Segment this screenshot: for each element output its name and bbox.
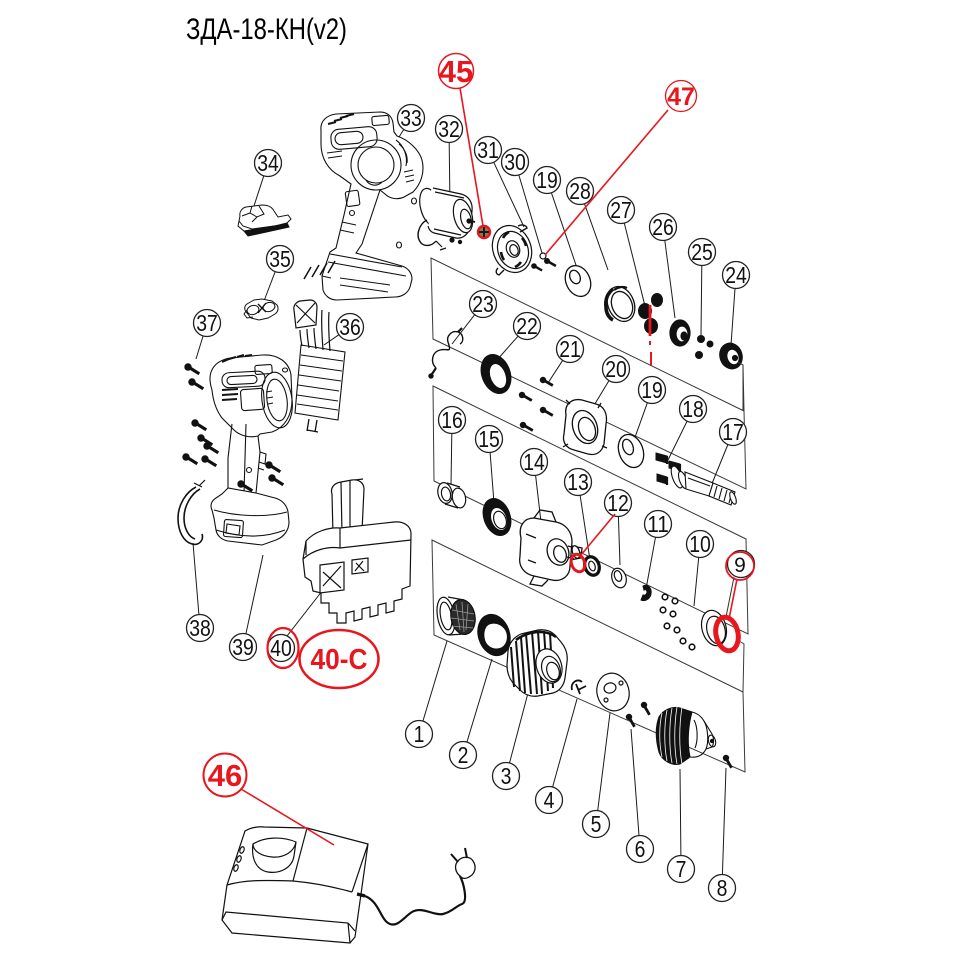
svg-text:21: 21 xyxy=(559,336,581,362)
svg-text:23: 23 xyxy=(472,291,494,317)
svg-text:35: 35 xyxy=(269,246,291,272)
svg-text:36: 36 xyxy=(339,314,361,340)
svg-text:ЗДА-18-КН(v2): ЗДА-18-КН(v2) xyxy=(186,13,347,46)
svg-text:17: 17 xyxy=(722,419,744,445)
svg-text:2: 2 xyxy=(458,742,469,768)
svg-text:24: 24 xyxy=(725,262,747,288)
svg-text:7: 7 xyxy=(676,856,687,882)
svg-text:37: 37 xyxy=(196,310,218,336)
svg-text:9: 9 xyxy=(734,554,746,577)
svg-text:32: 32 xyxy=(438,116,460,142)
svg-text:8: 8 xyxy=(717,875,728,901)
svg-text:34: 34 xyxy=(257,150,279,176)
svg-text:40: 40 xyxy=(270,635,292,661)
svg-text:22: 22 xyxy=(516,313,538,339)
svg-text:4: 4 xyxy=(544,787,555,813)
svg-text:1: 1 xyxy=(414,721,425,747)
svg-text:11: 11 xyxy=(647,511,669,537)
svg-text:31: 31 xyxy=(477,137,499,163)
svg-text:19: 19 xyxy=(536,167,558,193)
svg-text:12: 12 xyxy=(607,490,629,516)
svg-text:46: 46 xyxy=(208,758,242,793)
svg-text:19: 19 xyxy=(641,377,663,403)
svg-text:16: 16 xyxy=(441,407,463,433)
svg-text:10: 10 xyxy=(689,531,711,557)
svg-text:5: 5 xyxy=(591,811,602,837)
svg-text:15: 15 xyxy=(478,426,500,452)
svg-text:27: 27 xyxy=(610,197,632,223)
svg-text:3: 3 xyxy=(501,763,512,789)
svg-text:20: 20 xyxy=(605,356,627,382)
svg-text:6: 6 xyxy=(635,836,646,862)
svg-text:33: 33 xyxy=(400,105,422,131)
svg-text:40-C: 40-C xyxy=(311,644,368,676)
svg-text:30: 30 xyxy=(504,149,526,175)
svg-text:45: 45 xyxy=(439,54,473,89)
svg-text:39: 39 xyxy=(232,634,254,660)
svg-text:25: 25 xyxy=(691,239,713,265)
svg-text:18: 18 xyxy=(682,396,704,422)
svg-text:26: 26 xyxy=(652,214,674,240)
svg-text:38: 38 xyxy=(189,615,211,641)
svg-text:14: 14 xyxy=(523,449,545,475)
svg-text:13: 13 xyxy=(567,469,589,495)
svg-text:28: 28 xyxy=(569,178,591,204)
svg-text:47: 47 xyxy=(667,83,695,111)
